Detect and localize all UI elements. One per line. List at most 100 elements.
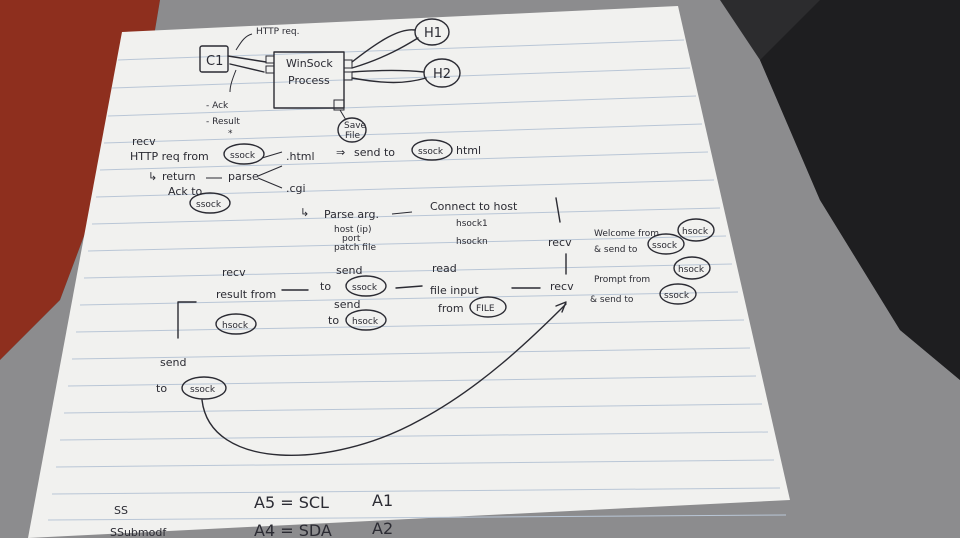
winsock-to-h1-arrow: [351, 29, 416, 63]
h2-to-winsock-arrow: [351, 77, 427, 84]
html-ext-label: .html: [286, 150, 315, 163]
ssock-circle-2: [411, 139, 453, 161]
hsock-label-2: hsock: [678, 265, 705, 275]
to-label-b: to: [328, 314, 339, 327]
a5-label: A5 = SCL: [254, 493, 329, 512]
return-label: return: [162, 170, 196, 183]
h1-to-winsock-arrow: [351, 37, 419, 69]
ssock-circle-3: [189, 192, 231, 214]
loop-back-curve: [201, 303, 567, 456]
asterisk-mark: *: [228, 129, 233, 139]
port-out-2: [343, 71, 353, 81]
parse-to-connect-arrow: [391, 211, 413, 215]
winsock-to-h2-arrow: [351, 69, 425, 73]
ruled-lines: [47, 39, 787, 521]
and-send-to-label: & send to: [594, 245, 638, 255]
client-box: [199, 45, 229, 73]
parse-to-html-arrow: [261, 151, 283, 159]
and-send-to-label-2: & send to: [590, 295, 634, 305]
ssock-label-3: ssock: [196, 200, 222, 210]
ack-label: - Ack: [206, 101, 229, 111]
hsock-label-3: hsock: [352, 317, 379, 327]
port-out-1: [343, 59, 353, 69]
a1-label: A1: [372, 491, 393, 510]
to-label-a: to: [320, 280, 331, 293]
h1-circle: [414, 18, 450, 46]
port-in-1: [265, 55, 275, 64]
connect-to-host-label: Connect to host: [430, 200, 518, 213]
h1-label: H1: [424, 26, 442, 41]
client-label: C1: [206, 54, 223, 69]
send-to-label: send to: [354, 146, 395, 159]
loop-back-arrowhead: [555, 301, 567, 313]
ssock-label-1: ssock: [230, 151, 256, 161]
file-label: FILE: [476, 304, 495, 314]
hsock-circle-4: [215, 313, 257, 335]
implies-arrow: ⇒: [336, 146, 345, 159]
ssock-circle-7: [181, 376, 227, 400]
from-label: from: [438, 302, 464, 315]
parse-arg-label: Parse arg.: [324, 208, 379, 221]
read-label: read: [432, 262, 457, 275]
ssock-label-2: ssock: [418, 147, 444, 157]
file-circle: [469, 296, 507, 318]
ssock-label-7: ssock: [190, 385, 216, 395]
host-param-3: patch file: [334, 243, 376, 253]
ack-to-label: Ack to: [168, 185, 203, 198]
host-param-1: host (ip): [334, 225, 372, 235]
prompt-from-label: Prompt from: [594, 275, 650, 285]
ssock-label-4: ssock: [652, 241, 678, 251]
hsock-label-4: hsock: [222, 321, 249, 331]
client-to-winsock-arrow: [227, 55, 267, 63]
hsock-circle-3: [345, 309, 387, 331]
a4-label: A4 = SDA: [254, 521, 332, 538]
send-label-a: send: [336, 264, 362, 277]
recv-welcome-label: recv: [548, 236, 572, 249]
cut-label: SSubmodf: [110, 526, 167, 538]
hsock-label-1: hsock: [682, 227, 709, 237]
a2-label: A2: [372, 519, 393, 538]
result-from-label: result from: [216, 288, 276, 301]
parse-label: parse: [228, 170, 259, 183]
ack-pointer: [229, 69, 237, 93]
connect-to-recv-arrow: [555, 197, 561, 223]
hsock-circle-2: [673, 256, 711, 280]
ssock-label-5: ssock: [664, 291, 690, 301]
save-file-label-2: File: [345, 131, 361, 141]
hsock-list-2: hsockn: [456, 237, 488, 247]
recv-to-send-arrow: [177, 301, 197, 339]
file-input-label: file input: [430, 284, 479, 297]
to-final-label: to: [156, 382, 167, 395]
http-req-label: HTTP req.: [256, 27, 300, 37]
winsock-label-1: WinSock: [286, 57, 333, 70]
ssock-circle-5: [659, 283, 697, 305]
http-req-from-label: HTTP req from: [130, 150, 209, 163]
dark-fabric: [760, 0, 960, 380]
h2-circle: [423, 58, 461, 88]
welcome-from-label: Welcome from: [594, 229, 659, 239]
cgi-branch-arrow: ↳: [300, 206, 309, 219]
ssock-circle-6: [345, 275, 387, 297]
recv-prompt-label: recv: [550, 280, 574, 293]
parse-to-cgi-line: [257, 177, 283, 189]
ssock-circle-1: [223, 143, 265, 165]
ss-label: SS: [114, 504, 128, 517]
hsock-list-1: hsock1: [456, 219, 488, 229]
send-label-b: send: [334, 298, 360, 311]
save-file-circle: [337, 117, 367, 143]
parse-to-html-line: [257, 165, 283, 177]
return-arrow: ↳: [148, 170, 157, 183]
winsock-label-2: Process: [288, 74, 330, 87]
hsock-circle-1: [677, 218, 715, 242]
cgi-ext-label: .cgi: [286, 182, 306, 195]
file-to-send-arrow: [395, 285, 423, 289]
ssock-label-6: ssock: [352, 283, 378, 293]
ssock-circle-4: [647, 233, 685, 255]
recv-label-1: recv: [132, 135, 156, 148]
send-final-label: send: [160, 356, 186, 369]
winsock-to-client-arrow: [229, 63, 265, 73]
http-req-pointer: [235, 33, 253, 51]
host-param-2: port: [342, 234, 361, 244]
result-label: - Result: [206, 117, 240, 127]
